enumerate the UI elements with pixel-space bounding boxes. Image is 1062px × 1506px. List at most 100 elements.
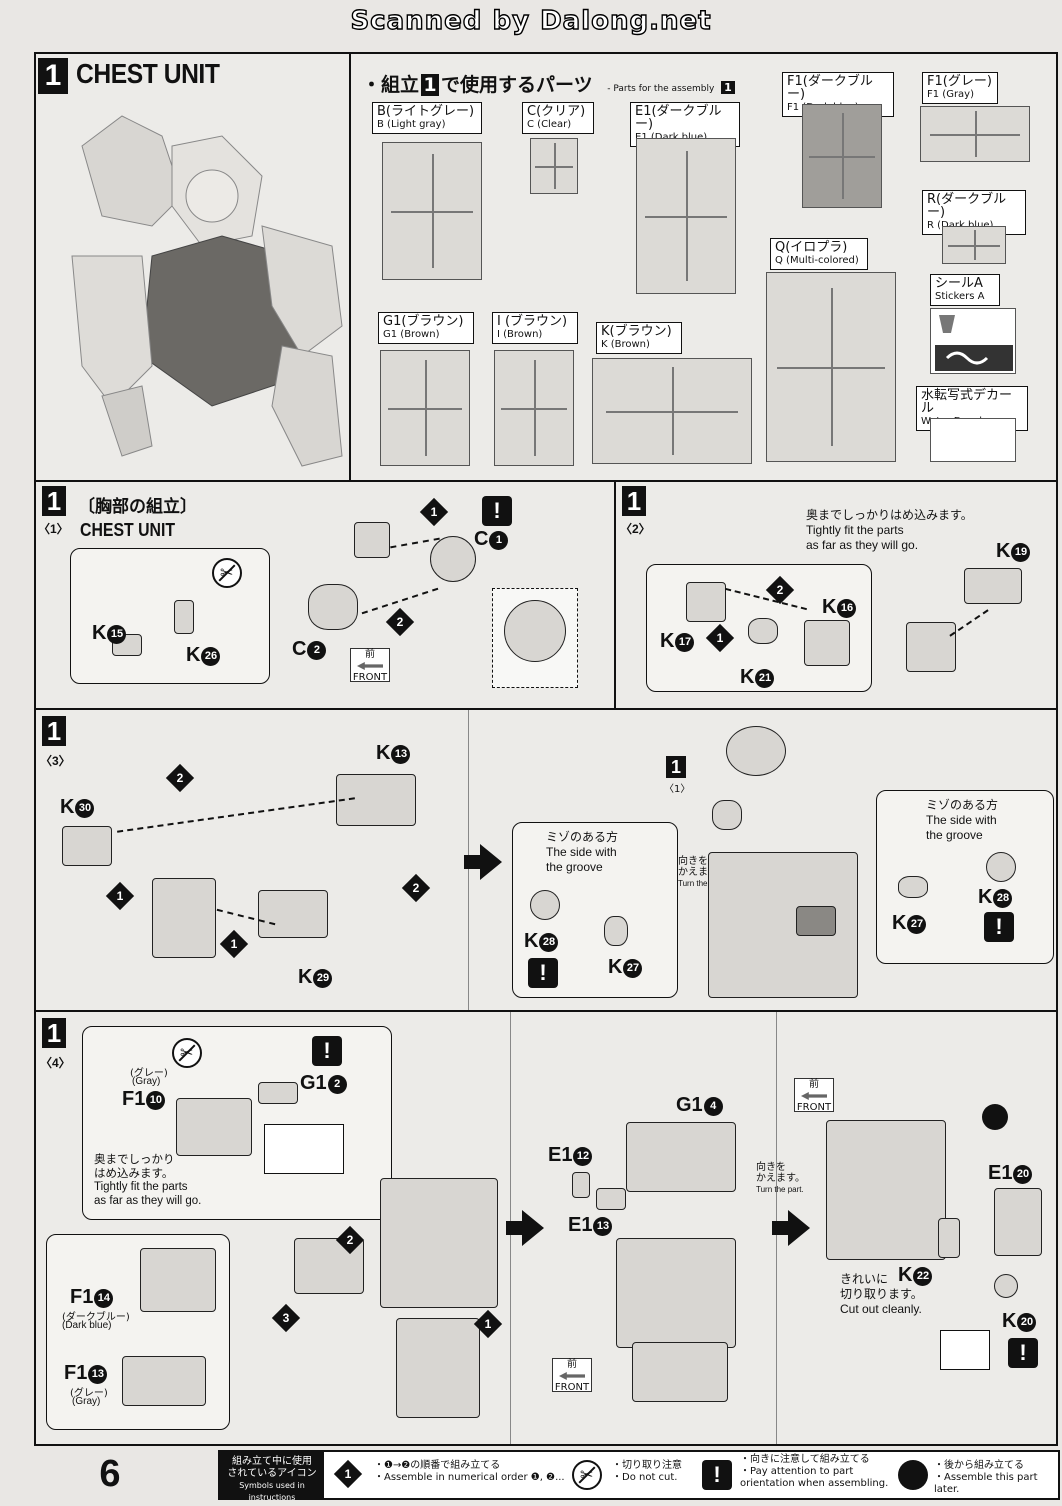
scan-credit: Scanned by Dalong.net (350, 5, 712, 36)
part-assembled-block (906, 622, 956, 672)
orientation-icon: ! (482, 496, 512, 526)
part-k13 (336, 774, 416, 826)
order-marker-1: 1 (473, 1309, 503, 1339)
parts-heading-jp-tail: で使用するパーツ (441, 74, 593, 96)
k20-detail-box (940, 1330, 990, 1370)
part-f1-10 (176, 1098, 252, 1156)
do-not-cut-icon (172, 1038, 202, 1068)
groove-note-left: ミゾのある方 The side with the groove (546, 830, 619, 874)
reference-step-number: 1 (666, 756, 686, 778)
step-title-jp: 〔胸部の組立〕 (78, 497, 197, 517)
part-k30 (62, 826, 112, 866)
order-marker-2b: 2 (401, 873, 431, 903)
part-k17 (686, 582, 726, 622)
runner-f1-darkblue (802, 104, 882, 208)
order-marker-1a: 1 (105, 881, 135, 911)
step-1-2-panel: 1 〈2〉 奥までしっかりはめ込みます。 Tightly fit the par… (614, 480, 1058, 710)
part-chest-body (380, 1178, 498, 1308)
part-chest-core (726, 726, 786, 776)
part-k16 (804, 620, 850, 666)
icon-legend: 組み立て中に使用 されているアイコン Symbols used in instr… (218, 1450, 1060, 1502)
part-k20 (994, 1274, 1018, 1298)
reference-substep: 〈1〉 (664, 784, 691, 795)
order-marker-3: 3 (271, 1303, 301, 1333)
next-arrow-2 (772, 1210, 810, 1246)
section-divider (349, 54, 351, 480)
f1-13-gray-jp: (グレー) (70, 1388, 108, 1399)
part-f1-13 (122, 1356, 206, 1406)
parts-heading-en: - Parts for the assembly (607, 84, 715, 94)
runner-label-q: Q(イロプラ)Q (Multi-colored) (770, 238, 868, 270)
orientation-icon-k20: ! (1008, 1338, 1038, 1368)
order-marker-1: 1 (705, 623, 735, 653)
parts-heading-num-badge: 1 (421, 74, 440, 96)
step-number: 1 (42, 486, 66, 516)
runner-label-f1-gray: F1(グレー)F1 (Gray) (922, 72, 998, 104)
parts-heading-en-num: 1 (720, 81, 735, 94)
step-substep: 〈2〉 (620, 522, 651, 536)
runner-g1 (380, 350, 470, 466)
f1-gray-label-jp: (グレー) (130, 1068, 168, 1079)
water-decal-sheet (930, 418, 1016, 462)
assembly-line-a (117, 797, 355, 833)
part-f1-14 (140, 1248, 216, 1312)
section-title: CHEST UNIT (76, 58, 220, 89)
legend-orientation-icon: ! (702, 1460, 732, 1490)
f1-gray-label-en: (Gray) (132, 1076, 161, 1087)
order-marker-2: 2 (385, 607, 415, 637)
page-number: 6 (99, 1453, 121, 1495)
legend-order-icon: 1 (333, 1459, 363, 1489)
step-number: 1 (42, 1018, 66, 1048)
section-number: 1 (38, 58, 68, 94)
orientation-icon: ! (312, 1036, 342, 1066)
part-k21 (748, 618, 778, 644)
step-substep: 〈3〉 (40, 754, 71, 768)
chest-figure (62, 106, 352, 476)
runner-label-k: K(ブラウン)K (Brown) (596, 322, 682, 354)
order-marker-2: 2 (765, 575, 795, 605)
step-1-1-panel: 1 〈1〉 〔胸部の組立〕 CHEST UNIT K15 K26 1 2 ! C… (34, 480, 616, 710)
legend-cut: ・切り取り注意 ・Do not cut. (612, 1460, 682, 1483)
runner-label-i: I (ブラウン)I (Brown) (492, 312, 578, 344)
step-number: 1 (622, 486, 646, 516)
part-body-block (152, 878, 216, 958)
next-arrow (464, 844, 502, 880)
runner-e1 (636, 138, 736, 294)
step-substep: 〈4〉 (40, 1056, 71, 1070)
do-not-cut-icon (212, 558, 242, 588)
runner-label-g1: G1(ブラウン)G1 (Brown) (378, 312, 474, 344)
part-k19 (964, 568, 1022, 604)
legend-orientation: ・向きに注意して組み立てる ・Pay attention to part ori… (740, 1454, 889, 1489)
runner-k (592, 358, 752, 464)
next-arrow-1 (506, 1210, 544, 1246)
runner-f1-gray (920, 106, 1030, 162)
assemble-later-icon (982, 1104, 1008, 1130)
step-number: 1 (42, 716, 66, 746)
part-g1-2 (258, 1082, 298, 1104)
turn-note: 向きを かえます。 Turn the part. (678, 856, 727, 888)
groove-note-right: ミゾのある方 The side with the groove (926, 798, 999, 842)
g1-2-detail-box (264, 1124, 344, 1174)
part-c2 (308, 584, 358, 630)
legend-title-box: 組み立て中に使用 されているアイコン Symbols used in instr… (220, 1452, 324, 1502)
part-upper-shell (354, 522, 390, 558)
runner-q (766, 272, 896, 462)
